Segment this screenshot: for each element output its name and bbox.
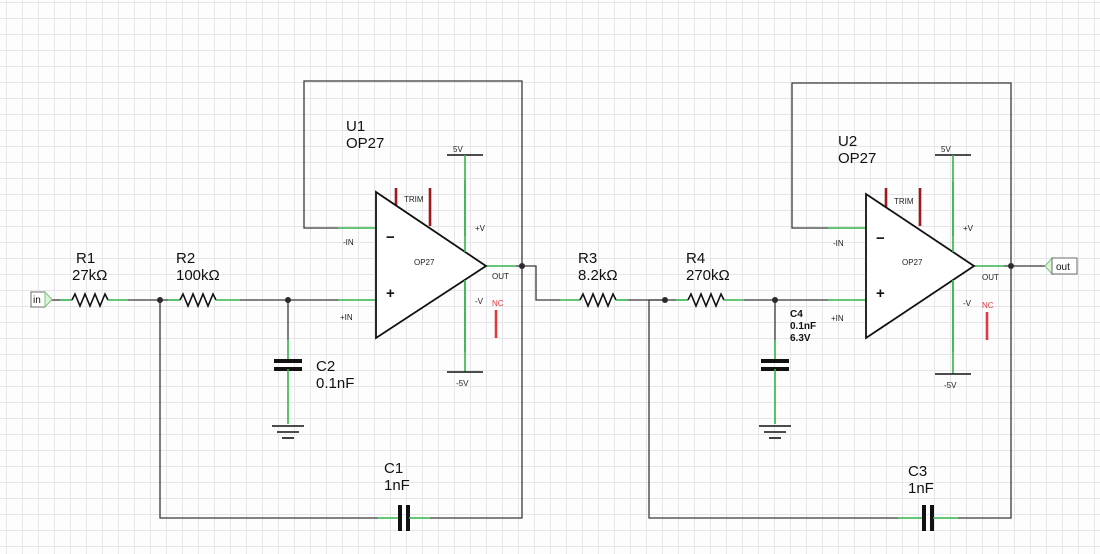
port-out-box <box>1051 257 1078 275</box>
opamp-part: OP27 <box>346 135 384 152</box>
pin-vneg-label: -V <box>475 297 484 306</box>
capacitor-ref: C1 <box>384 460 403 477</box>
pin-trim-label: TRIM <box>894 197 914 206</box>
capacitor-c4[interactable]: C4 0.1nF 6.3V <box>761 309 816 424</box>
capacitor-ref: C4 <box>790 309 803 320</box>
pin-vpos-label: +V <box>475 224 486 233</box>
port-in-label: in <box>33 295 41 306</box>
opamp-body <box>375 190 488 340</box>
wire <box>791 82 1012 266</box>
junction-node <box>772 297 778 303</box>
pin-vpos-label: +V <box>963 224 974 233</box>
wire <box>159 300 378 519</box>
resistor-value: 100kΩ <box>176 267 220 284</box>
capacitor-c3[interactable]: C3 1nF <box>898 463 958 531</box>
opamp-ref: U1 <box>346 118 365 135</box>
capacitor-c1[interactable]: C1 1nF <box>378 460 430 531</box>
wire <box>303 80 523 266</box>
junction-node <box>157 297 163 303</box>
resistor-value: 8.2kΩ <box>578 267 618 284</box>
capacitor-value: 0.1nF <box>316 375 354 392</box>
opamp-body-label: OP27 <box>414 258 435 267</box>
capacitor-voltage: 6.3V <box>790 333 811 344</box>
resistor-value: 27kΩ <box>72 267 107 284</box>
junctions <box>157 263 1014 303</box>
pin-out-label: OUT <box>982 273 999 282</box>
opamp-u2[interactable]: U2 OP27 5V -5V NC − + TRIM OP27 +V -V OU… <box>828 133 1004 390</box>
wire <box>516 265 560 301</box>
resistor-zigzag <box>579 291 617 309</box>
pin-noninv-label: +IN <box>340 313 353 322</box>
resistor-r4[interactable]: R4 270kΩ <box>676 250 744 309</box>
pin-vneg-label: -V <box>963 299 972 308</box>
supply-pos-label: 5V <box>453 145 463 154</box>
pin-out-label: OUT <box>492 272 509 281</box>
wire <box>648 299 898 519</box>
resistor-r1[interactable]: R1 27kΩ <box>60 250 128 309</box>
resistor-zigzag <box>687 291 725 309</box>
junction-node <box>285 297 291 303</box>
pin-trim-label: TRIM <box>404 195 424 204</box>
opamp-body <box>865 192 976 340</box>
port-out[interactable]: out <box>1044 256 1078 276</box>
supply-pos-label: 5V <box>941 145 951 154</box>
capacitor-ref: C3 <box>908 463 927 480</box>
resistor-ref: R2 <box>176 250 195 267</box>
junction-node <box>1008 263 1014 269</box>
junction-node <box>662 297 668 303</box>
resistor-zigzag <box>179 291 217 309</box>
supply-neg-label: -5V <box>944 381 957 390</box>
junction-node <box>519 263 525 269</box>
opamp-minus-sign: − <box>386 229 395 246</box>
pin-nc-label: NC <box>492 299 504 308</box>
wires <box>48 80 1045 519</box>
port-out-label: out <box>1056 262 1070 273</box>
pin-inv-label: -IN <box>833 239 844 248</box>
capacitor-value: 1nF <box>908 480 934 497</box>
capacitor-c2[interactable]: C2 0.1nF <box>274 340 354 424</box>
resistor-r2[interactable]: R2 100kΩ <box>168 250 240 309</box>
capacitor-value: 1nF <box>384 477 410 494</box>
pin-noninv-label: +IN <box>831 314 844 323</box>
resistor-ref: R3 <box>578 250 597 267</box>
wire <box>430 266 523 519</box>
port-in-arrow <box>44 290 53 309</box>
pin-inv-label: -IN <box>343 238 354 247</box>
port-out-arrow <box>1044 256 1053 276</box>
opamp-u1[interactable]: U1 OP27 5V -5V NC − + TRIM OP27 +V -V OU… <box>338 118 516 388</box>
opamp-part: OP27 <box>838 150 876 167</box>
port-in[interactable]: in <box>30 290 53 309</box>
wire <box>958 266 1012 519</box>
opamp-body-label: OP27 <box>902 258 923 267</box>
ground-symbol <box>272 425 304 439</box>
opamp-minus-sign: − <box>876 230 885 247</box>
opamp-plus-sign: + <box>876 285 885 302</box>
resistor-zigzag <box>71 291 109 309</box>
resistor-ref: R1 <box>76 250 95 267</box>
ground-symbol <box>759 425 791 439</box>
pin-nc-label: NC <box>982 301 994 310</box>
resistor-r3[interactable]: R3 8.2kΩ <box>560 250 628 309</box>
capacitor-value: 0.1nF <box>790 321 816 332</box>
supply-neg-label: -5V <box>456 379 469 388</box>
capacitor-ref: C2 <box>316 358 335 375</box>
opamp-plus-sign: + <box>386 285 395 302</box>
resistor-ref: R4 <box>686 250 705 267</box>
resistor-value: 270kΩ <box>686 267 730 284</box>
opamp-ref: U2 <box>838 133 857 150</box>
